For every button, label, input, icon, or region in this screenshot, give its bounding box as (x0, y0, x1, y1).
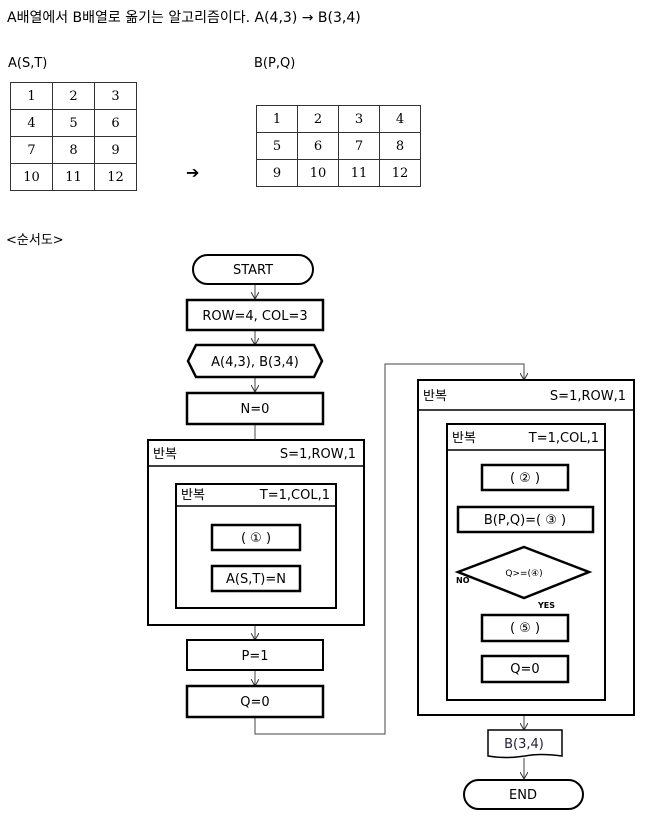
io-label: A(4,3), B(3,4) (211, 355, 299, 370)
output-label: B(3,4) (504, 737, 544, 752)
q-reset-box (480, 654, 570, 684)
q-reset-label: Q=0 (510, 662, 539, 677)
loop3-range: S=1,ROW,1 (550, 389, 626, 404)
loop1-range: S=1,ROW,1 (280, 447, 356, 462)
yes-label: YES (537, 601, 555, 610)
p-init-box (186, 639, 324, 671)
blank1-box (210, 523, 302, 552)
loop2-range: T=1,COL,1 (259, 488, 330, 503)
array-b-label: B(P,Q) (254, 56, 296, 71)
blank5-label: ( ⑤ ) (510, 621, 540, 636)
array-b-cell: 10 (297, 159, 339, 187)
loop4-label: 반복 (452, 431, 476, 446)
array-b-cell: 8 (379, 132, 421, 160)
blank2-box (480, 463, 570, 492)
loop1-label: 반복 (153, 447, 177, 462)
output-document (487, 729, 563, 759)
array-a-label: A(S,T) (8, 56, 48, 71)
assign-b-box (456, 505, 595, 534)
array-a-cell: 9 (94, 136, 137, 164)
n-init-label: N=0 (241, 402, 270, 417)
array-b-cell: 12 (379, 159, 421, 187)
array-a-cell: 3 (94, 82, 137, 110)
array-a-cell: 8 (52, 136, 95, 164)
blank2-label: ( ② ) (510, 471, 540, 486)
assign-a-box (210, 564, 302, 593)
loop3-label: 반복 (423, 389, 447, 404)
problem-title: A배열에서 B배열로 옮기는 알고리즘이다. A(4,3) → B(3,4) (7, 10, 361, 26)
q-init-label: Q=0 (240, 695, 269, 710)
flowchart-title: <순서도> (6, 233, 64, 248)
array-b-cell: 4 (379, 105, 421, 133)
start-label: START (233, 263, 273, 278)
start-terminal (192, 254, 314, 285)
array-a-cell: 11 (52, 163, 95, 191)
array-a-cell: 12 (94, 163, 137, 191)
no-label: NO (456, 576, 470, 585)
connector (254, 363, 524, 735)
init-label: ROW=4, COL=3 (202, 309, 307, 324)
transform-arrow: ➔ (186, 163, 200, 182)
assign-a-label: A(S,T)=N (226, 572, 286, 587)
end-label: END (509, 788, 537, 803)
array-a-cell: 4 (10, 109, 53, 137)
init-process-box (185, 298, 325, 332)
q-init-box (185, 684, 325, 719)
decision-label: Q>=(④) (505, 569, 542, 579)
io-prep-box (186, 343, 324, 379)
assign-b-label: B(P,Q)=( ③ ) (484, 513, 566, 528)
blank1-label: ( ① ) (241, 531, 271, 546)
loop2-label: 반복 (181, 488, 205, 503)
loop4-range: T=1,COL,1 (528, 431, 599, 446)
array-b-cell: 1 (256, 105, 298, 133)
n-init-box (185, 391, 325, 426)
decision-diamond (454, 545, 593, 600)
p-init-label: P=1 (241, 649, 268, 664)
array-b-cell: 3 (338, 105, 380, 133)
blank5-box (480, 613, 570, 643)
array-a-cell: 6 (94, 109, 137, 137)
end-terminal (463, 779, 584, 810)
